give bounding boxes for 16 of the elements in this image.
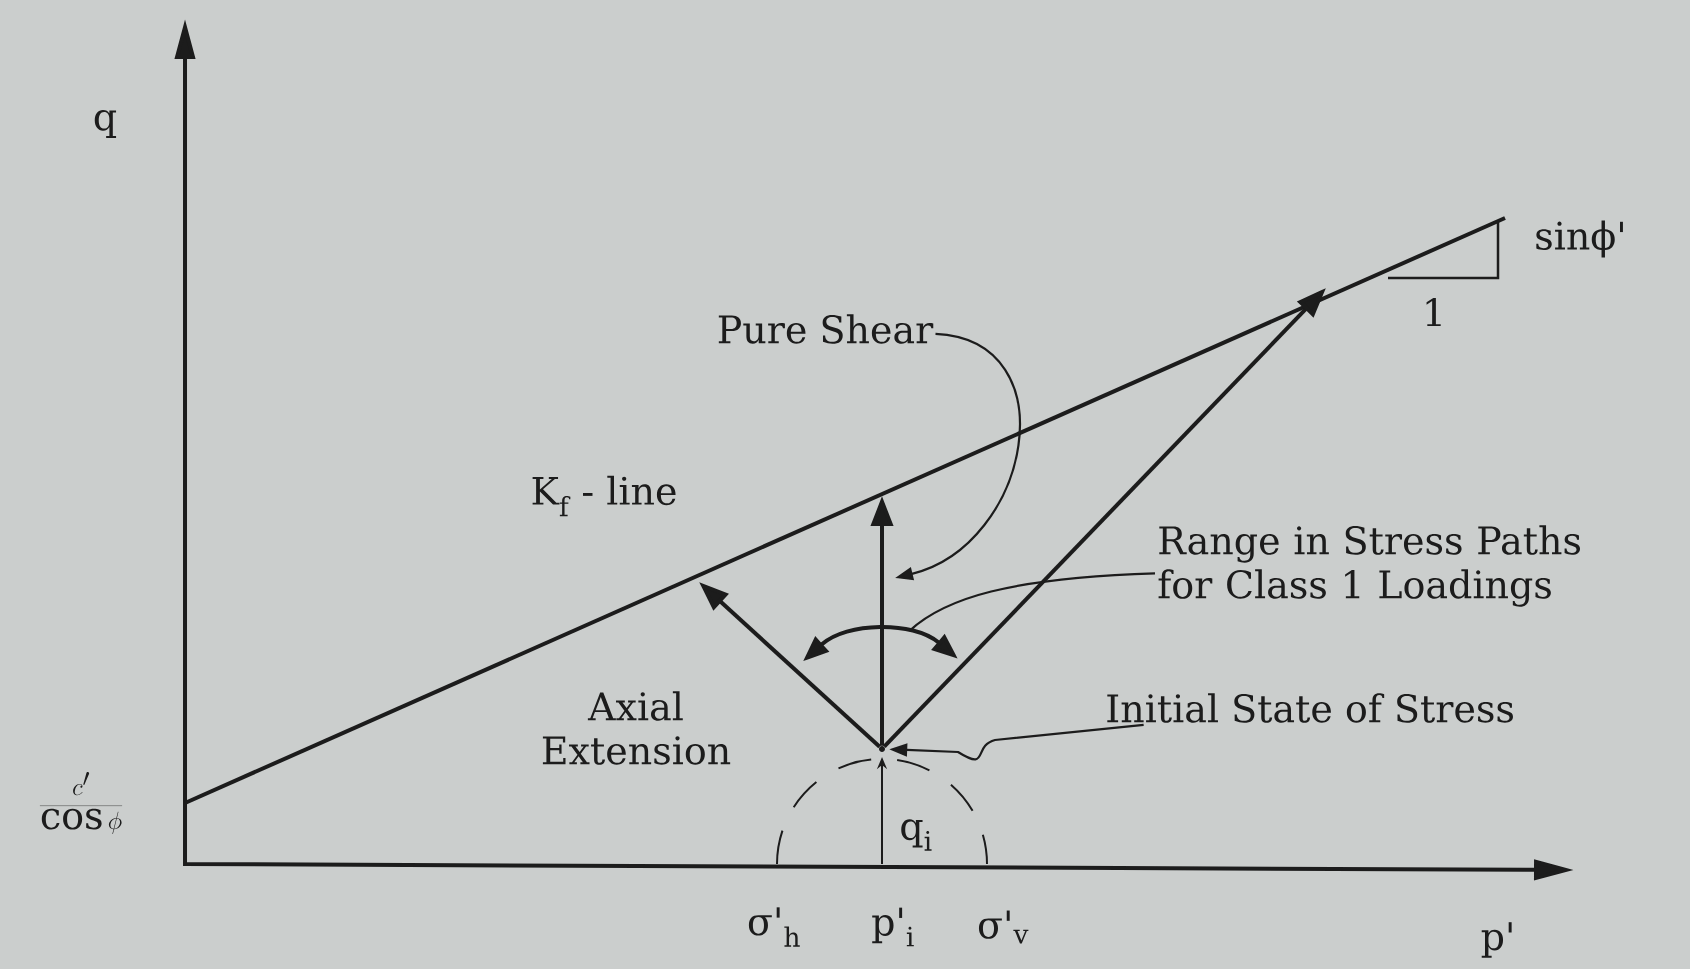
tick-label: σ'$_{h}$ xyxy=(748,907,800,947)
tick-label: σ'$_{v}$ xyxy=(978,910,1029,944)
annotation-label: Initial State of Stress xyxy=(1107,693,1513,723)
axis-label: q xyxy=(94,109,117,139)
path-label: Pure Shear xyxy=(718,314,934,344)
stress-point xyxy=(879,746,885,752)
axis-label: p' xyxy=(1481,922,1512,958)
annotation-label: Range in Stress Paths for Class 1 Loadings xyxy=(1158,525,1580,607)
tick-label: p'$_{i}$ xyxy=(872,907,914,947)
path-label: Axial Extension xyxy=(542,691,731,765)
dimension-label: q$_{i}$ xyxy=(901,819,932,851)
leader-line xyxy=(908,572,1156,632)
slope-label: 1 xyxy=(1426,297,1441,327)
slope-label: sinϕ' xyxy=(1536,220,1623,258)
line-label: K$_{f}$ - line xyxy=(532,475,676,517)
intercept-formula: $\frac{c'}{\cos\phi}$ xyxy=(39,772,123,835)
